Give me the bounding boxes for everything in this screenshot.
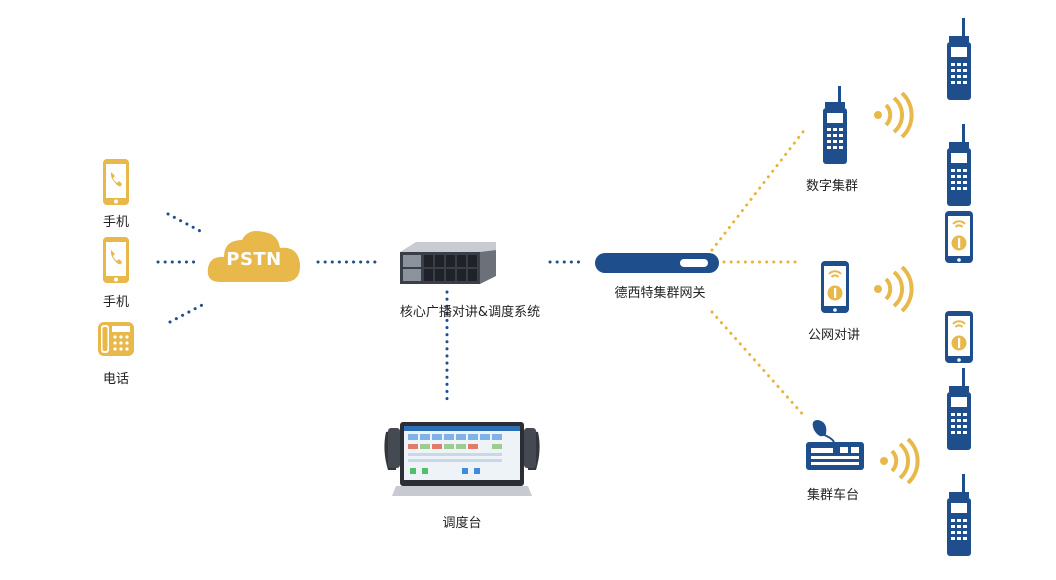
walkie-talkie-icon	[822, 86, 848, 170]
phone-label-2: 手机	[102, 295, 130, 310]
signal-waves-icon	[872, 91, 914, 142]
branch-label-digital: 数字集群	[805, 179, 859, 194]
desk-phone-label: 电话	[102, 372, 130, 387]
pstn-cloud: PSTN	[206, 226, 302, 284]
walkie-talkie-icon	[946, 474, 972, 562]
mobile-phone-icon	[102, 236, 130, 288]
dispatch-console-icon	[382, 420, 542, 502]
console-label: 调度台	[442, 516, 482, 531]
phone-label-1: 手机	[102, 215, 130, 230]
pstn-label: PSTN	[226, 249, 282, 270]
link-phone1-pstn	[166, 212, 204, 234]
walkie-talkie-icon	[946, 368, 972, 456]
rack-server-icon	[398, 240, 498, 290]
cloud-icon	[207, 231, 301, 282]
signal-waves-icon	[872, 265, 914, 316]
link-desk-pstn	[168, 302, 206, 324]
poc-phone-icon	[820, 260, 850, 318]
gateway-label: 德西特集群网关	[614, 286, 706, 301]
signal-waves-icon	[878, 437, 920, 488]
link-gateway-digital	[710, 126, 808, 252]
vehicle-radio-icon	[804, 418, 866, 478]
gateway-icon	[594, 252, 720, 278]
poc-phone-icon	[944, 310, 974, 368]
link-gateway-vehicle	[710, 310, 808, 420]
mobile-phone-icon	[102, 158, 130, 210]
branch-label-vehicle: 集群车台	[806, 488, 860, 503]
desk-phone-icon	[96, 320, 136, 362]
branch-label-poc: 公网对讲	[807, 328, 861, 343]
walkie-talkie-icon	[946, 124, 972, 212]
poc-phone-icon	[944, 210, 974, 268]
server-label: 核心广播对讲&调度系统	[399, 305, 541, 320]
walkie-talkie-icon	[946, 18, 972, 106]
